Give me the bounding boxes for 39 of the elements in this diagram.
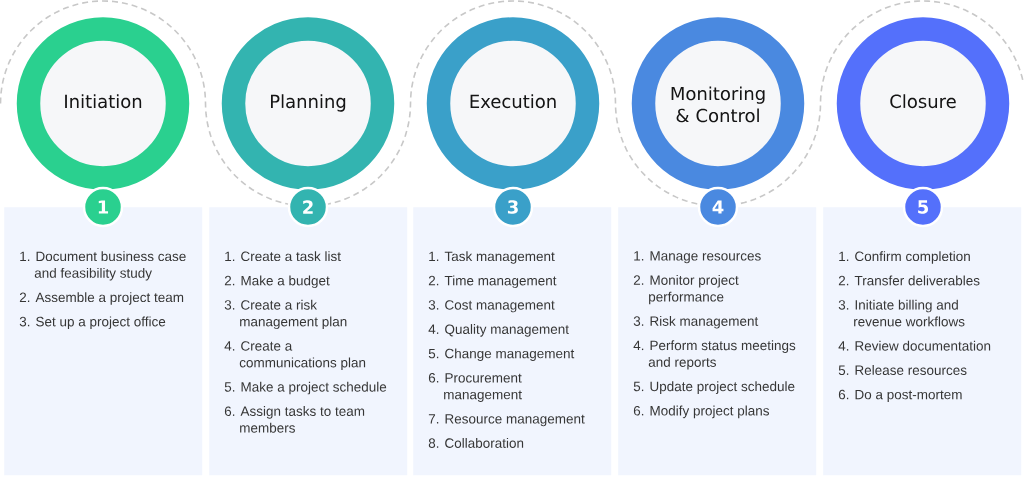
number-badge: 5 — [902, 186, 944, 228]
phase-ring: Initiation — [16, 17, 190, 190]
list-item: 5. Update project schedule — [633, 381, 795, 394]
list-item: 3. Initiate billing and revenue workflows — [838, 299, 965, 327]
list-item: 3. Cost management — [428, 300, 555, 313]
list-item: 1. Document business case and feasibility study — [20, 251, 186, 281]
list-item: 2. Monitor project performance — [633, 275, 739, 305]
list-item: 2. Transfer deliverables — [838, 275, 980, 286]
list-item: 4. Quality management — [428, 324, 569, 337]
list-item: 2. Assemble a project team — [19, 292, 184, 305]
list-item: 3. Create a risk management plan — [224, 299, 347, 330]
phase-ring: Planning — [221, 17, 395, 190]
list-item: 1. Task management — [429, 251, 555, 264]
list-item: 5. Release resources — [838, 365, 967, 375]
phase-ring: Closure — [836, 17, 1010, 190]
list-item: 5. Make a project schedule — [224, 381, 387, 395]
list-item: 6. Modify project plans — [633, 405, 769, 419]
list-item: 6. Procurement management — [428, 373, 522, 402]
list-item: 4. Create a communications plan — [224, 341, 366, 371]
list-item: 4. Review documentation — [838, 340, 991, 351]
phase-ring: Execution — [426, 17, 600, 190]
number-badge: 2 — [287, 186, 329, 228]
list-item: 4. Perform status meetings and reports — [633, 340, 796, 370]
list-item: 3. Set up a project office — [19, 316, 166, 330]
list-item: 5. Change management — [428, 348, 575, 361]
list-item: 2. Make a budget — [224, 275, 330, 289]
list-item: 6. Do a post-mortem — [838, 389, 962, 402]
list-item: 1. Confirm completion — [839, 251, 970, 264]
list-item: 3. Risk management — [633, 316, 759, 329]
number-badge: 4 — [697, 186, 739, 228]
list-item: 1. Manage resources — [634, 251, 761, 264]
number-badge: 1 — [82, 186, 124, 228]
number-badge: 3 — [492, 186, 534, 228]
list-item: 2. Time management — [428, 275, 557, 289]
list-item: 6. Assign tasks to team members — [224, 406, 365, 433]
list-item: 1. Create a task list — [225, 251, 341, 262]
phase-ring: Monitoring & Control — [631, 17, 805, 190]
list-item: 8. Collaboration — [428, 438, 524, 448]
list-item: 7. Resource management — [428, 414, 585, 427]
